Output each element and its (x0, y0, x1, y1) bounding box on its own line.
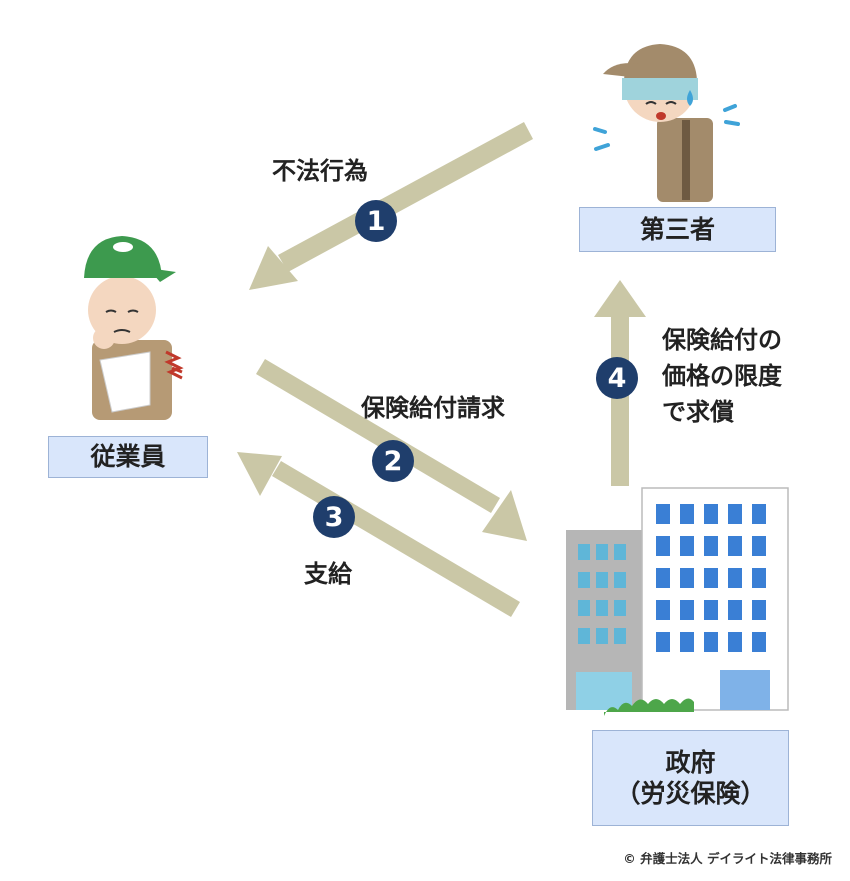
step-1-badge: 1 (355, 200, 397, 242)
government-sublabel: （労災保険） (615, 779, 766, 808)
step-4-label-line-1: 保険給付の (662, 326, 782, 354)
injured-employee-illustration (84, 236, 184, 420)
step-4-label-line-2: 価格の限度 (662, 362, 782, 390)
government-building-illustration (566, 487, 789, 716)
step-4-badge: 4 (596, 357, 638, 399)
government-label: 政府 (665, 747, 716, 777)
copyright-text: © 弁護士法人 デイライト法律事務所 (623, 851, 832, 866)
step-1-label: 不法行為 (272, 157, 368, 185)
third-party-label: 第三者 (639, 214, 715, 244)
third-party-worker-illustration (593, 44, 740, 202)
step-4-label: 保険給付の 価格の限度 で求償 (662, 322, 782, 430)
arrow-recourse (594, 280, 646, 486)
government-box: 政府 （労災保険） (592, 730, 789, 826)
step-2-badge: 2 (372, 440, 414, 482)
third-party-box: 第三者 (579, 207, 776, 252)
step-3-badge: 3 (313, 496, 355, 538)
employee-label: 従業員 (90, 442, 166, 472)
arrow-tort (249, 122, 533, 290)
step-3-label: 支給 (304, 560, 352, 588)
step-2-label: 保険給付請求 (361, 394, 505, 422)
arrow-benefit-claim (256, 359, 527, 541)
employee-box: 従業員 (48, 436, 208, 478)
step-4-label-line-3: で求償 (662, 398, 734, 426)
